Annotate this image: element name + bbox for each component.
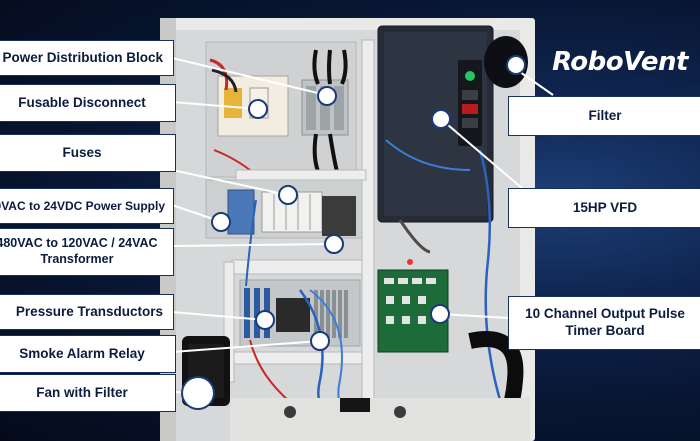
marker-vfd — [431, 109, 451, 129]
callout-transformer: 480VAC to 120VAC / 24VAC Transformer — [0, 228, 174, 276]
callout-smoke-alarm-relay: Smoke Alarm Relay — [0, 335, 176, 373]
callout-fan-with-filter: Fan with Filter — [0, 374, 176, 412]
brand-name: RoboVent — [552, 47, 688, 77]
callout-vfd: 15HP VFD — [508, 188, 700, 228]
pressure-transductor-unit — [276, 298, 310, 332]
callout-power-supply: 120VAC to 24VDC Power Supply — [0, 188, 174, 224]
marker-power-supply — [211, 212, 231, 232]
marker-transformer — [324, 234, 344, 254]
marker-fusable-disconnect — [248, 99, 268, 119]
callout-fusable-disconnect: Fusable Disconnect — [0, 84, 176, 122]
callout-power-distribution-block: Power Distribution Block — [0, 40, 174, 76]
marker-timer-board — [430, 304, 450, 324]
marker-filter — [506, 55, 526, 75]
callout-timer-board: 10 Channel Output Pulse Timer Board — [508, 296, 700, 350]
transformer-unit — [322, 196, 356, 236]
robovent-logo: RoboVent — [545, 42, 695, 82]
power-supply-unit — [227, 189, 255, 235]
callout-filter: Filter — [508, 96, 700, 136]
marker-fuses — [278, 185, 298, 205]
marker-smoke-alarm-relay — [310, 331, 330, 351]
callout-fuses: Fuses — [0, 134, 176, 172]
callout-pressure-transductors: Pressure Transductors — [0, 294, 174, 330]
marker-power-distribution-block — [317, 86, 337, 106]
marker-pressure-transductors — [255, 310, 275, 330]
marker-fan-with-filter — [183, 378, 213, 408]
